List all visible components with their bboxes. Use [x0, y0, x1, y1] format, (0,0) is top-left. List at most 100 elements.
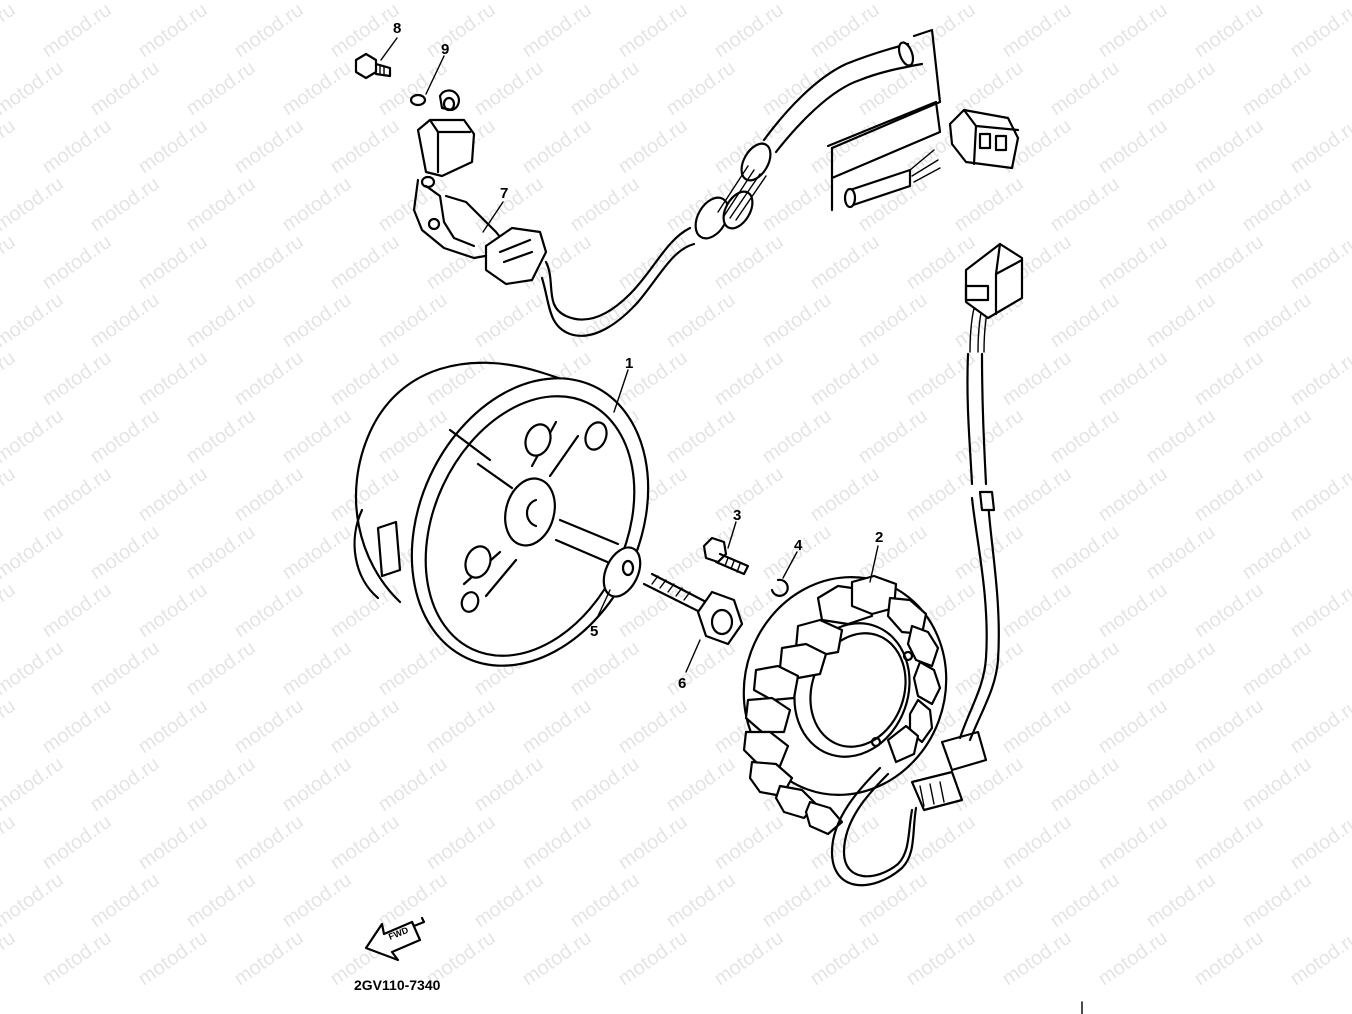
watermark-text: motod.ru	[38, 231, 115, 294]
watermark-text: motod.ru	[614, 695, 691, 758]
watermark-text: motod.ru	[326, 231, 403, 294]
watermark-text: motod.ru	[806, 231, 883, 294]
watermark-text: motod.ru	[1238, 173, 1315, 236]
part-label-2: 2	[875, 529, 883, 546]
watermark-text: motod.ru	[1286, 811, 1352, 874]
watermark-text: motod.ru	[1046, 57, 1123, 120]
washer-4-icon	[770, 578, 789, 597]
watermark-text: motod.ru	[0, 0, 20, 62]
watermark-text: motod.ru	[470, 289, 547, 352]
watermark-text: motod.ru	[710, 927, 787, 990]
watermark-text: motod.ru	[950, 869, 1027, 932]
watermark-text: motod.ru	[278, 173, 355, 236]
watermark-text: motod.ru	[1190, 463, 1267, 526]
part-label-9: 9	[441, 41, 449, 58]
fwd-arrow-icon: FWD	[364, 916, 426, 962]
watermark-text: motod.ru	[134, 579, 211, 642]
watermark-text: motod.ru	[518, 695, 595, 758]
watermark-text: motod.ru	[38, 115, 115, 178]
watermark-text: motod.ru	[1142, 173, 1219, 236]
watermark-text: motod.ru	[1190, 579, 1267, 642]
watermark-text: motod.ru	[1094, 695, 1171, 758]
watermark-text: motod.ru	[0, 521, 68, 584]
watermark-text: motod.ru	[1286, 231, 1352, 294]
watermark-text: motod.ru	[278, 289, 355, 352]
watermark-text: motod.ru	[1190, 231, 1267, 294]
part-label-8: 8	[393, 20, 401, 37]
watermark-text: motod.ru	[998, 463, 1075, 526]
watermark-text: motod.ru	[86, 405, 163, 468]
watermark-text: motod.ru	[326, 695, 403, 758]
part-label-1: 1	[625, 355, 633, 372]
watermark-text: motod.ru	[134, 347, 211, 410]
watermark-text: motod.ru	[182, 173, 259, 236]
watermark-text: motod.ru	[1142, 57, 1219, 120]
watermark-text: motod.ru	[470, 173, 547, 236]
diagram-code: 2GV110-7340	[354, 977, 441, 993]
watermark-text: motod.ru	[0, 579, 20, 642]
rotor-flywheel-icon	[353, 361, 650, 667]
watermark-text: motod.ru	[518, 115, 595, 178]
watermark-text: motod.ru	[854, 173, 931, 236]
watermark-text: motod.ru	[566, 869, 643, 932]
watermark-text: motod.ru	[230, 347, 307, 410]
watermark-text: motod.ru	[566, 57, 643, 120]
watermark-text: motod.ru	[806, 347, 883, 410]
watermark-text: motod.ru	[0, 347, 20, 410]
watermark-text: motod.ru	[806, 463, 883, 526]
watermark-text: motod.ru	[1286, 115, 1352, 178]
watermark-text: motod.ru	[182, 521, 259, 584]
part-label-4: 4	[794, 537, 803, 554]
watermark-text: motod.ru	[902, 0, 979, 62]
watermark-text: motod.ru	[86, 753, 163, 816]
watermark-text: motod.ru	[998, 0, 1075, 62]
watermark-text: motod.ru	[950, 637, 1027, 700]
watermark-text: motod.ru	[230, 927, 307, 990]
watermark-text: motod.ru	[0, 115, 20, 178]
watermark-text: motod.ru	[326, 463, 403, 526]
watermark-text: motod.ru	[758, 173, 835, 236]
watermark-text: motod.ru	[566, 637, 643, 700]
part-label-6: 6	[678, 675, 686, 692]
watermark-text: motod.ru	[614, 0, 691, 62]
watermark-text: motod.ru	[0, 173, 68, 236]
watermark-text: motod.ru	[230, 231, 307, 294]
watermark-text: motod.ru	[278, 869, 355, 932]
watermark-text: motod.ru	[662, 521, 739, 584]
watermark-text: motod.ru	[278, 753, 355, 816]
watermark-text: motod.ru	[1286, 347, 1352, 410]
watermark-text: motod.ru	[998, 695, 1075, 758]
watermark-text: motod.ru	[1190, 811, 1267, 874]
watermark-text: motod.ru	[518, 927, 595, 990]
watermark-text: motod.ru	[326, 0, 403, 62]
watermark-text: motod.ru	[0, 753, 68, 816]
pickup-coil-assembly	[354, 28, 1020, 337]
watermark-text: motod.ru	[182, 405, 259, 468]
watermark-text: motod.ru	[758, 289, 835, 352]
watermark-text: motod.ru	[1142, 289, 1219, 352]
watermark-text: motod.ru	[326, 811, 403, 874]
watermark-text: motod.ru	[566, 173, 643, 236]
watermark-text: motod.ru	[1190, 927, 1267, 990]
watermark-text: motod.ru	[1046, 405, 1123, 468]
bolt-6-icon	[642, 572, 744, 646]
watermark-text: motod.ru	[662, 289, 739, 352]
watermark-text: motod.ru	[950, 173, 1027, 236]
leader-lines	[380, 37, 879, 673]
watermark-text: motod.ru	[0, 927, 20, 990]
watermark-text: motod.ru	[1190, 115, 1267, 178]
watermark-text: motod.ru	[806, 927, 883, 990]
watermark-text: motod.ru	[1238, 869, 1315, 932]
watermark-text: motod.ru	[1094, 811, 1171, 874]
watermark-text: motod.ru	[326, 347, 403, 410]
stator-icon	[742, 242, 1024, 887]
watermark-text: motod.ru	[86, 289, 163, 352]
part-label-5: 5	[590, 623, 598, 640]
watermark-text: motod.ru	[422, 0, 499, 62]
watermark-text: motod.ru	[182, 869, 259, 932]
watermark-text: motod.ru	[1286, 0, 1352, 62]
watermark-text: motod.ru	[1046, 289, 1123, 352]
watermark-text: motod.ru	[1046, 753, 1123, 816]
